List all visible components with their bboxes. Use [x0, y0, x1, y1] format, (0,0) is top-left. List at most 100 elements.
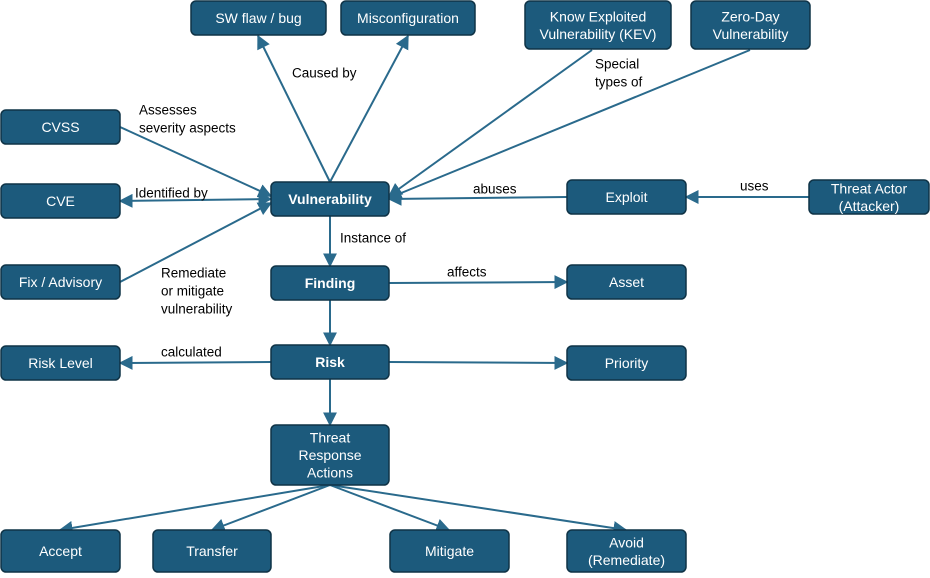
node-label: CVE [46, 193, 75, 209]
node-box [566, 345, 687, 381]
edge-label-instance-of: Instance of [340, 231, 406, 246]
zero-day-to-vulnerability-line [387, 49, 751, 200]
node-label: (Remediate) [588, 552, 665, 568]
node-label: Risk Level [28, 355, 93, 371]
node-box [270, 181, 390, 217]
node-box [270, 424, 390, 486]
node-risk-level: Risk Level [0, 345, 121, 381]
node-label: Vulnerability [288, 191, 372, 207]
edge-label-calculated: calculated [161, 345, 222, 360]
edge-label-affects: affects [447, 265, 487, 280]
node-exploit: Exploit [566, 179, 687, 215]
edge-label-line: calculated [161, 345, 222, 360]
node-box [190, 0, 327, 36]
node-box [340, 0, 476, 36]
exploit-to-vulnerability-line [387, 191, 568, 206]
edge-label-line: Identified by [135, 186, 208, 201]
fix-advisory-to-vulnerability-edge [119, 202, 273, 283]
node-box [270, 265, 390, 301]
edge-label-line: severity aspects [139, 121, 236, 136]
node-box [524, 0, 672, 50]
edge-label-line: affects [447, 265, 487, 280]
vulnerability-to-sw-flaw-line [257, 34, 331, 183]
edge-label-line: abuses [473, 182, 517, 197]
node-label: Risk [315, 354, 345, 370]
zero-day-to-vulnerability-edge [387, 49, 751, 200]
node-box [270, 344, 390, 380]
edge-label-line: types of [595, 75, 643, 90]
finding-to-asset-edge [388, 275, 569, 290]
node-label: Exploit [605, 189, 647, 205]
cve-vulnerability-link-line [118, 192, 273, 208]
edge-label-line: vulnerability [161, 302, 233, 317]
kev-to-vulnerability-line [387, 49, 593, 197]
node-label: (Attacker) [839, 198, 900, 214]
kev-to-vulnerability-edge [387, 49, 593, 197]
vulnerability-to-sw-flaw-edge [257, 34, 331, 183]
node-label: SW flaw / bug [215, 10, 301, 26]
cve-vulnerability-link-edge [118, 192, 273, 208]
node-label: Finding [305, 275, 356, 291]
edge-label-uses: uses [740, 179, 769, 194]
node-fix-advisory: Fix / Advisory [0, 264, 121, 300]
node-box [0, 529, 121, 573]
response-to-avoid-line [329, 484, 628, 536]
response-to-transfer-edge [210, 484, 331, 533]
node-label: Misconfiguration [357, 10, 459, 26]
node-label: Threat Actor [831, 180, 908, 196]
node-accept: Accept [0, 529, 121, 573]
node-transfer: Transfer [152, 529, 272, 573]
node-label: Threat [310, 430, 351, 446]
node-box [566, 179, 687, 215]
response-to-transfer-line [210, 484, 331, 533]
risk-to-risk-level-edge [118, 355, 272, 370]
node-box [566, 529, 687, 573]
response-to-avoid-edge [329, 484, 628, 536]
response-to-mitigate-edge [329, 484, 451, 533]
edge-label-line: Remediate [161, 266, 226, 281]
edge-label-line: Special [595, 57, 639, 72]
cvss-to-vulnerability-edge [119, 126, 273, 198]
node-cve: CVE [0, 183, 121, 219]
node-box [690, 0, 811, 50]
fix-advisory-to-vulnerability-line [119, 202, 273, 283]
node-label: Zero-Day [721, 8, 779, 24]
vulnerability-to-misconfig-line [329, 34, 409, 183]
edge-label-abuses: abuses [473, 182, 517, 197]
edge-label-line: uses [740, 179, 769, 194]
node-asset: Asset [566, 264, 687, 300]
response-to-mitigate-line [329, 484, 451, 533]
node-label: Avoid [609, 534, 644, 550]
edge-label-caused-by: Caused by [292, 66, 357, 81]
risk-to-priority-line [388, 355, 569, 370]
edge-label-line: Instance of [340, 231, 406, 246]
node-cvss: CVSS [0, 109, 121, 145]
response-to-accept-line [58, 484, 331, 535]
edge-label-identified-by: Identified by [135, 186, 208, 201]
node-box [0, 264, 121, 300]
edge-label-special-types-of: Special types of [595, 57, 643, 90]
exploit-to-vulnerability-edge [387, 191, 568, 206]
node-priority: Priority [566, 345, 687, 381]
node-misconfiguration: Misconfiguration [340, 0, 476, 36]
node-sw-flaw: SW flaw / bug [190, 0, 327, 36]
vulnerability-to-misconfig-edge [329, 34, 409, 183]
node-threat-actor: Threat Actor (Attacker) [808, 179, 930, 215]
node-vulnerability: Vulnerability [270, 181, 390, 217]
node-box [808, 179, 930, 215]
node-label: CVSS [41, 119, 79, 135]
node-mitigate: Mitigate [389, 529, 510, 573]
risk-to-risk-level-line [118, 355, 272, 370]
node-finding: Finding [270, 265, 390, 301]
node-label: Transfer [186, 543, 238, 559]
node-label: Asset [609, 274, 644, 290]
node-box [389, 529, 510, 573]
node-box [0, 345, 121, 381]
node-label: Know Exploited [550, 8, 647, 24]
finding-to-asset-line [388, 275, 569, 290]
node-label: Accept [39, 543, 82, 559]
node-label: Fix / Advisory [19, 274, 102, 290]
